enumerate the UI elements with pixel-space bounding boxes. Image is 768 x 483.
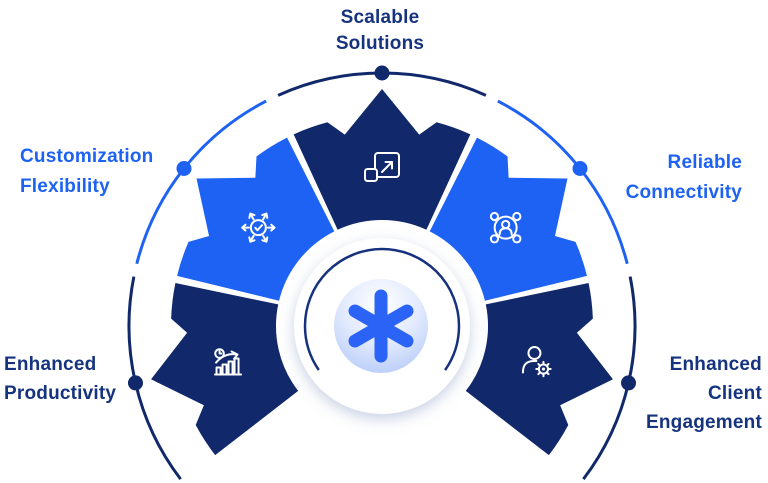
multi-directional-arrows-icon — [241, 212, 276, 243]
center-badge — [294, 238, 470, 414]
arc-dot-scalable-solutions — [374, 65, 390, 81]
label-line: Engagement — [645, 412, 762, 433]
network-people-icon — [489, 211, 522, 244]
growth-chart-icon — [214, 348, 243, 376]
arc-dot-enhanced-client-engagement — [621, 375, 637, 391]
arc-dot-customization-flexibility — [176, 161, 192, 176]
label-line: Reliable — [667, 152, 742, 173]
user-gear-icon — [521, 346, 552, 378]
center-ring — [303, 247, 461, 405]
label-line: Enhanced — [4, 354, 97, 375]
label-line: Flexibility — [20, 176, 110, 197]
label-line: Customization — [20, 146, 154, 167]
segment-label-customization-flexibility: Customization Flexibility — [20, 142, 154, 202]
label-line: Scalable — [340, 7, 420, 28]
segment-label-reliable-connectivity: Reliable Connectivity — [626, 148, 742, 208]
arc-dot-enhanced-productivity — [127, 375, 143, 391]
scale-up-icon — [364, 152, 400, 182]
fan-segments — [127, 65, 637, 481]
label-line: Client — [708, 383, 762, 404]
arc-dot-reliable-connectivity — [572, 161, 588, 176]
label-line: Solutions — [335, 33, 425, 54]
label-line: Connectivity — [625, 182, 742, 203]
label-line: Enhanced — [669, 354, 762, 375]
wedge-scalable-solutions — [293, 89, 471, 230]
segment-label-enhanced-productivity: Enhanced Productivity — [4, 350, 116, 408]
segment-label-enhanced-client-engagement: Enhanced Client Engagement — [646, 350, 762, 437]
wedge-customization-flexibility — [177, 137, 335, 301]
asterisk-icon — [348, 289, 414, 363]
segment-label-scalable-solutions: Scalable Solutions — [280, 5, 480, 57]
label-line: Productivity — [4, 383, 117, 404]
wedge-enhanced-productivity — [151, 283, 299, 456]
wedge-reliable-connectivity — [429, 137, 587, 301]
